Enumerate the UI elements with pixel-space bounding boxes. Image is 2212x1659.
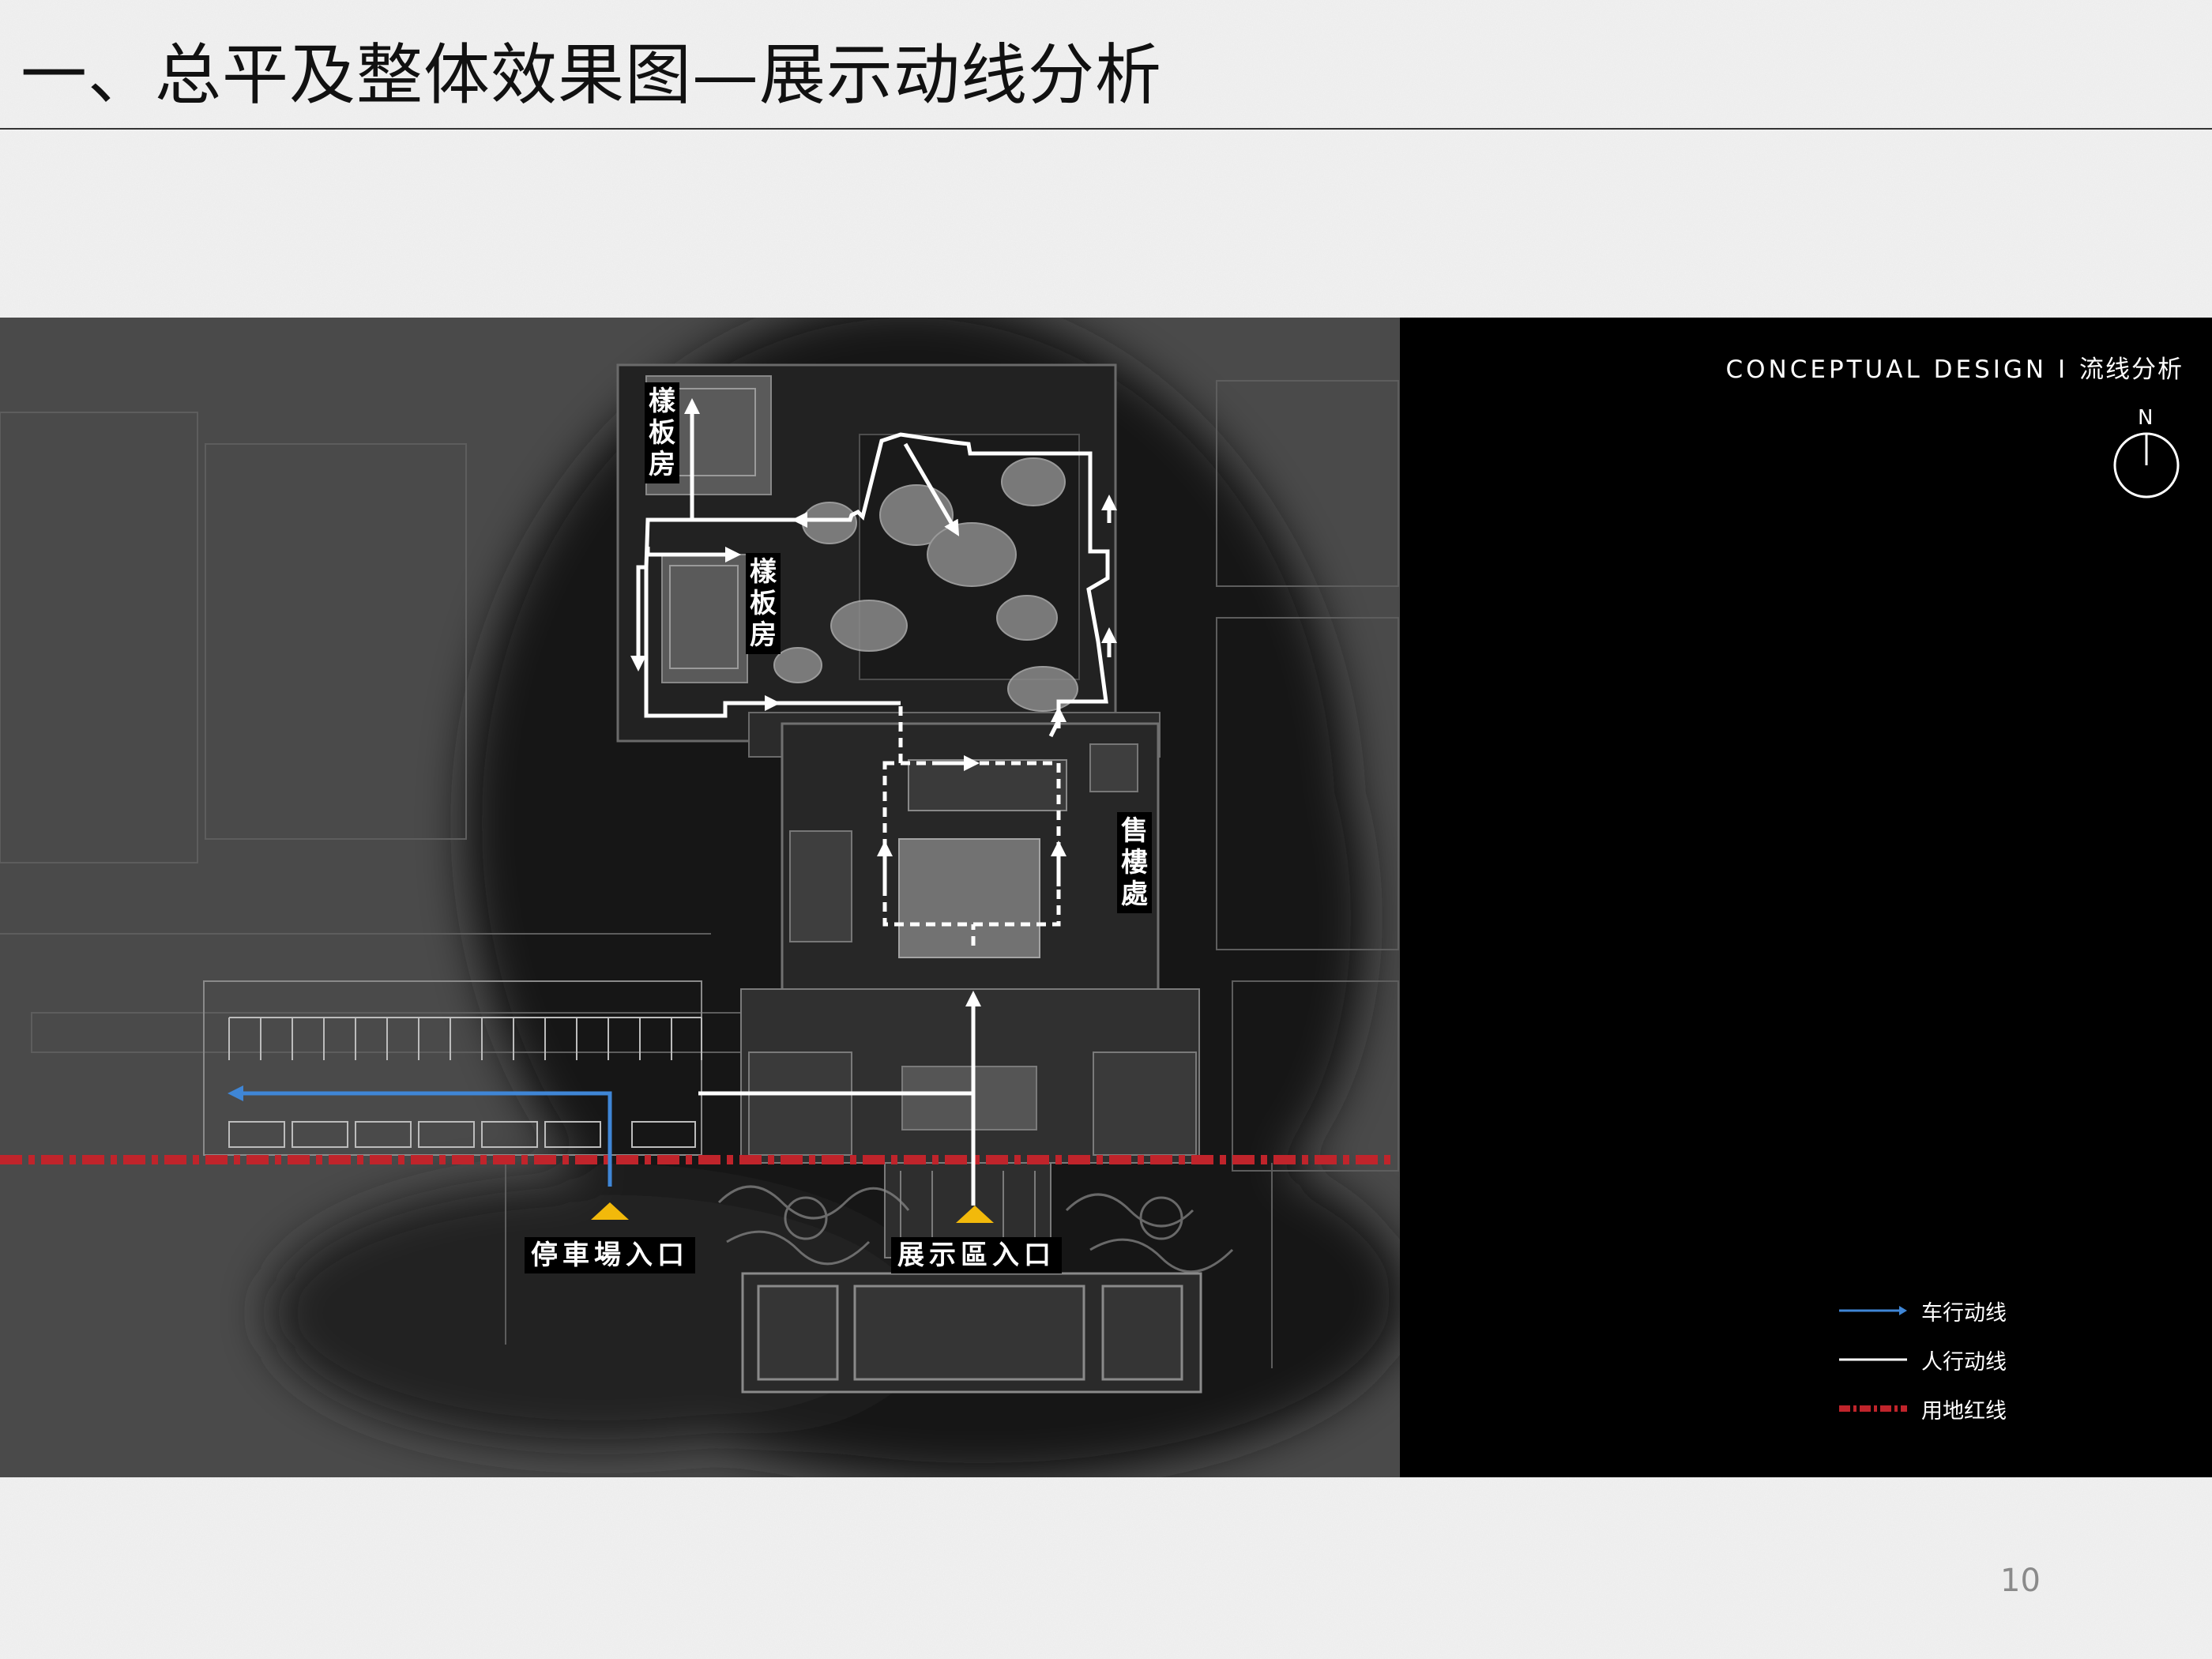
legend-pedestrian-route-icon xyxy=(1839,1358,1907,1361)
legend-label: 车行动线 xyxy=(1921,1300,2007,1326)
parking-entrance-marker xyxy=(591,1202,629,1220)
lower-plaza xyxy=(741,1272,1202,1394)
page-title: 一、总平及整体效果图—展示动线分析 xyxy=(21,36,1163,114)
model-house-label-2: 樣板房 xyxy=(746,553,781,654)
context-plan-lines xyxy=(0,380,1399,1368)
sales-office-block xyxy=(748,712,1161,994)
legend-item-vehicle-route: 车行动线 xyxy=(1838,1286,2007,1335)
sales-office-label: 售樓處 xyxy=(1117,812,1152,913)
legend-item-site-boundary: 用地红线 xyxy=(1838,1384,2007,1433)
concept-heading-sep: I xyxy=(2057,356,2069,384)
north-label: N xyxy=(2138,406,2154,430)
title-rule xyxy=(0,128,2212,130)
concept-heading-cn: 流线分析 xyxy=(2079,356,2184,384)
decorative-cloud-pattern xyxy=(717,1185,1234,1273)
site-plan xyxy=(0,318,1400,1477)
legend: 车行动线 人行动线 用地红线 xyxy=(1838,1286,2007,1433)
exhibition-entrance-label: 展示區入口 xyxy=(891,1237,1062,1273)
model-house-label-1: 樣板房 xyxy=(645,382,679,483)
legend-item-pedestrian-route: 人行动线 xyxy=(1838,1335,2007,1384)
legend-label: 人行动线 xyxy=(1921,1349,2007,1375)
parking-entrance-label: 停車場入口 xyxy=(525,1237,695,1273)
vehicle-route xyxy=(228,1085,612,1187)
pedestrian-route xyxy=(630,398,1117,1206)
legend-vehicle-route-icon xyxy=(1839,1306,1907,1315)
north-arrow-icon xyxy=(2113,432,2180,498)
legend-label: 用地红线 xyxy=(1921,1398,2007,1424)
legend-site-boundary-icon xyxy=(1839,1405,1907,1412)
exhibition-entrance-marker xyxy=(956,1206,994,1223)
analysis-panel: 樣板房 樣板房 售樓處 停車場入口 展示區入口 CONCEPTUAL DESIG… xyxy=(0,318,2212,1477)
page-number: 10 xyxy=(2000,1563,2041,1599)
concept-heading: CONCEPTUAL DESIGN I 流线分析 xyxy=(1726,349,2184,385)
rockery-garden xyxy=(773,457,1078,712)
concept-heading-en: CONCEPTUAL DESIGN xyxy=(1725,356,2048,384)
